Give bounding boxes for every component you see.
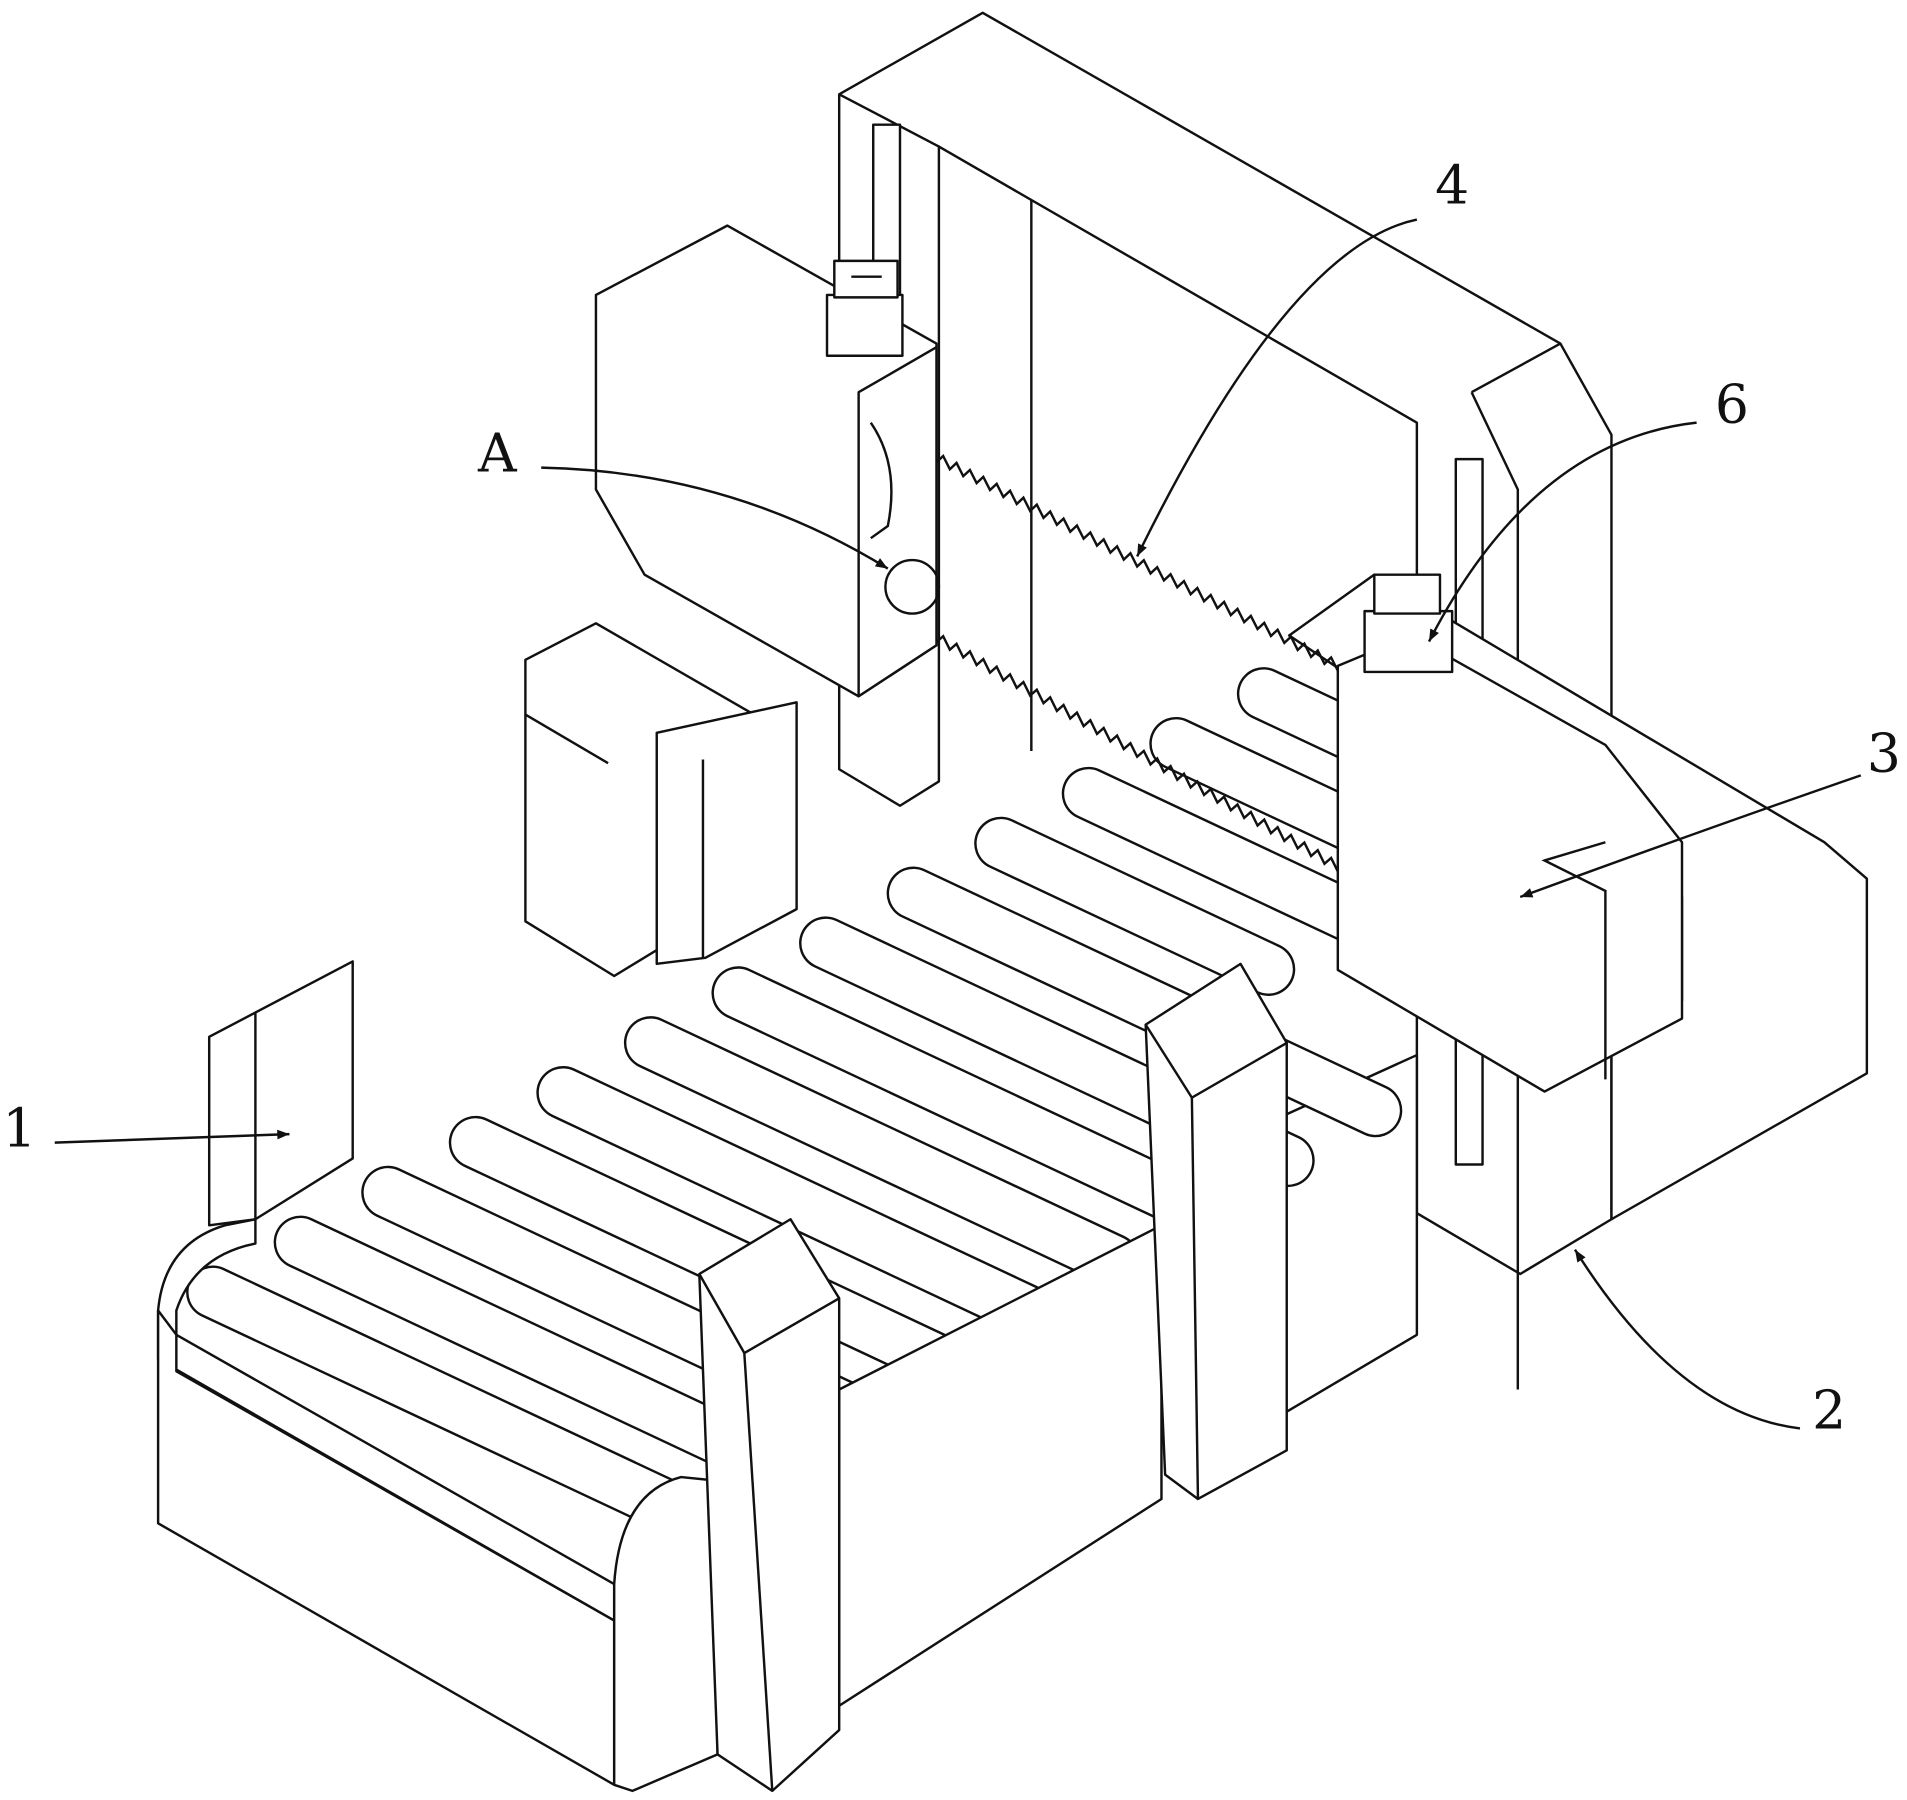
label-4: 4	[1435, 154, 1469, 217]
label-1: 1	[2, 1096, 36, 1159]
label-6: 6	[1715, 373, 1749, 436]
label-a: A	[477, 421, 518, 484]
left-saw-head	[596, 226, 939, 697]
label-2: 2	[1812, 1378, 1846, 1441]
label-3: 3	[1867, 722, 1901, 785]
callout-2: 2	[1575, 1250, 1846, 1442]
